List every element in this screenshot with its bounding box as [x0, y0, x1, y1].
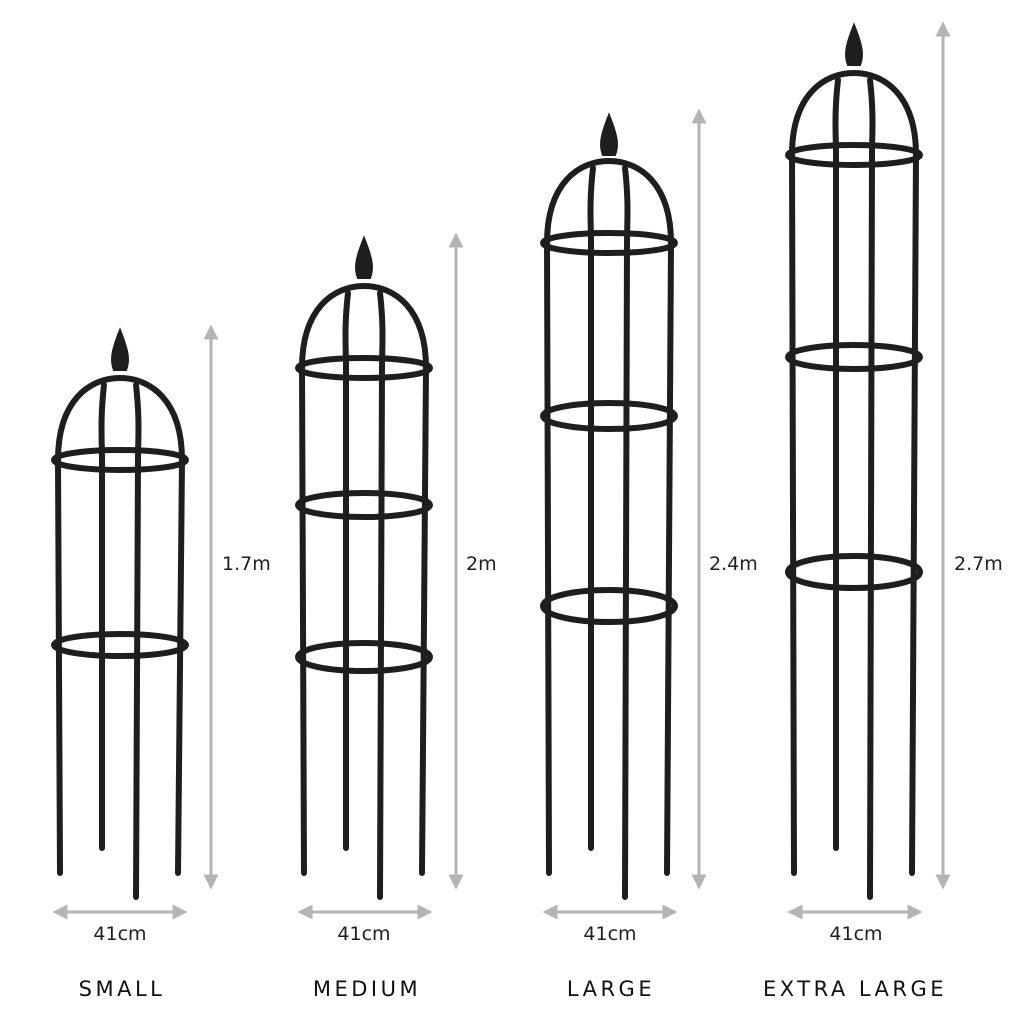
size-title-large: LARGE	[566, 977, 656, 1001]
obelisk-extra-large-illustration	[785, 22, 923, 900]
height-label-large: 2.4m	[709, 553, 758, 575]
height-label-small: 1.7m	[222, 553, 271, 575]
height-label-medium: 2m	[466, 553, 497, 575]
size-title-small: SMALL	[78, 977, 166, 1001]
obelisk-large-illustration	[540, 112, 678, 900]
width-label-large: 41cm	[583, 923, 637, 945]
width-label-medium: 41cm	[337, 923, 391, 945]
width-label-extra-large: 41cm	[829, 923, 883, 945]
size-title-extra-large: EXTRA LARGE	[762, 977, 948, 1001]
obelisk-medium-illustration	[295, 235, 433, 900]
obelisk-small-illustration	[51, 327, 189, 900]
size-title-medium: MEDIUM	[312, 977, 422, 1001]
width-label-small: 41cm	[93, 923, 147, 945]
height-label-extra-large: 2.7m	[954, 553, 1003, 575]
